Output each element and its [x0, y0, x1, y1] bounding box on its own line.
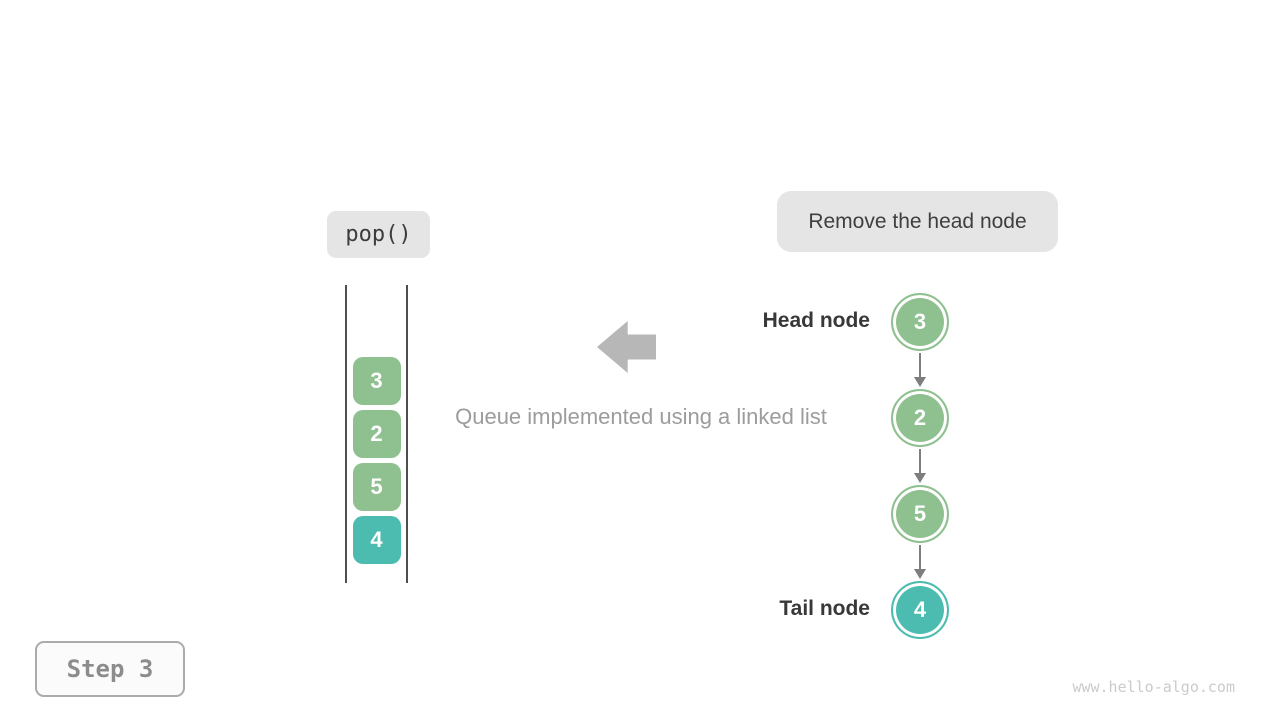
- operation-badge: pop(): [327, 211, 430, 258]
- arrow-down-icon: [914, 545, 926, 579]
- linked-list-node: 2: [891, 389, 949, 447]
- linked-list-node: 5: [891, 485, 949, 543]
- operation-label: pop(): [345, 222, 412, 247]
- step-badge: Step 3: [35, 641, 185, 697]
- queue-item: 5: [352, 463, 401, 511]
- annotation-label: Remove the head node: [808, 209, 1027, 233]
- queue-item: 3: [352, 357, 401, 405]
- arrow-down-icon: [914, 353, 926, 387]
- diagram-caption: Queue implemented using a linked list: [455, 404, 827, 429]
- arrow-down-icon: [914, 449, 926, 483]
- queue-item: 4: [352, 516, 401, 564]
- head-node-label: Head node: [762, 309, 870, 332]
- linked-list-node: 3: [891, 293, 949, 351]
- step-label: Step 3: [66, 655, 154, 683]
- tail-node-label: Tail node: [779, 597, 870, 620]
- queue-container: 3 2 5 4: [345, 285, 408, 583]
- linked-list-node: 4: [891, 581, 949, 639]
- queue-item: 2: [352, 410, 401, 458]
- watermark: www.hello-algo.com: [1072, 678, 1235, 696]
- annotation-badge: Remove the head node: [777, 191, 1058, 252]
